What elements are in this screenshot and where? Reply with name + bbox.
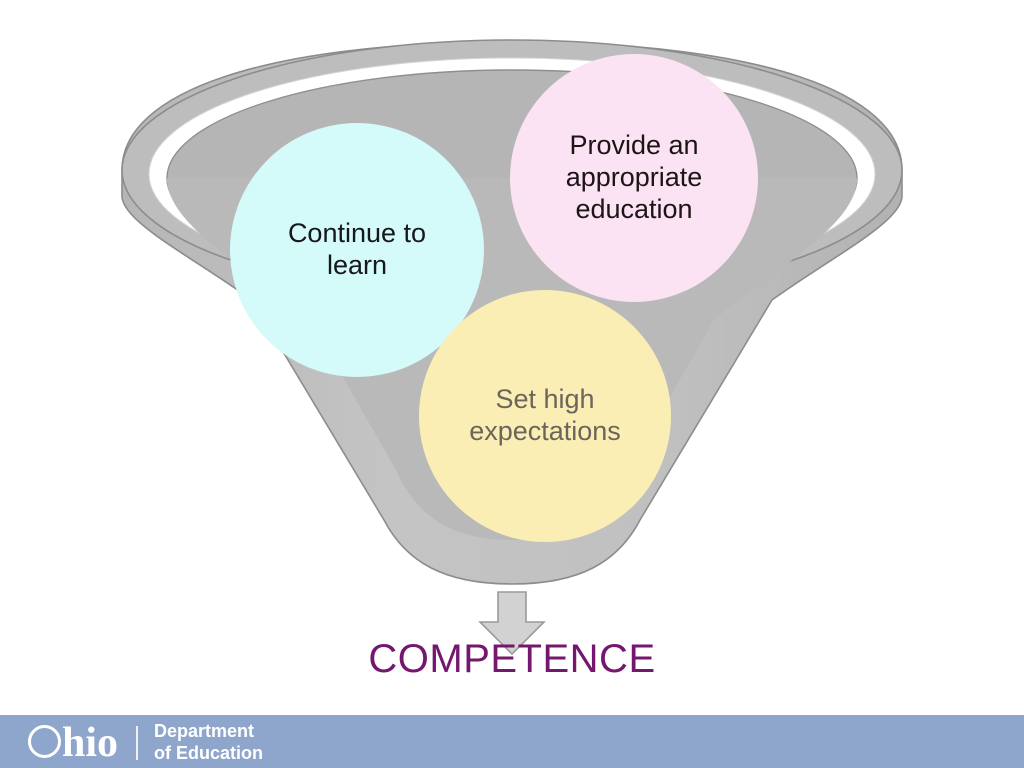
ohio-department-of-education-logo: hio Department of Education [28, 718, 263, 768]
department-name: Department of Education [154, 721, 263, 765]
down-arrow-icon [478, 591, 546, 656]
bubble-set-high-expectations-label: Set high expectations [469, 384, 621, 446]
bubble-set-high-expectations[interactable]: Set high expectations [419, 290, 671, 542]
bubble-continue-to-learn[interactable]: Continue to learn [230, 123, 484, 377]
logo-divider [136, 726, 139, 760]
outcome-label: COMPETENCE [368, 637, 656, 681]
department-line-2: of Education [154, 743, 264, 763]
footer-bar [0, 715, 1024, 768]
ohio-wordmark-text: hio [62, 720, 119, 766]
bubble-provide-an-appropriate-education-label: Provide an appropriate education [565, 130, 703, 224]
bubble-provide-an-appropriate-education[interactable]: Provide an appropriate education [510, 54, 758, 302]
bubble-continue-to-learn-label: Continue to learn [287, 218, 427, 280]
ohio-wordmark: hio [28, 722, 118, 764]
department-line-1: Department [154, 721, 255, 742]
ohio-o-ring-icon [28, 725, 61, 758]
